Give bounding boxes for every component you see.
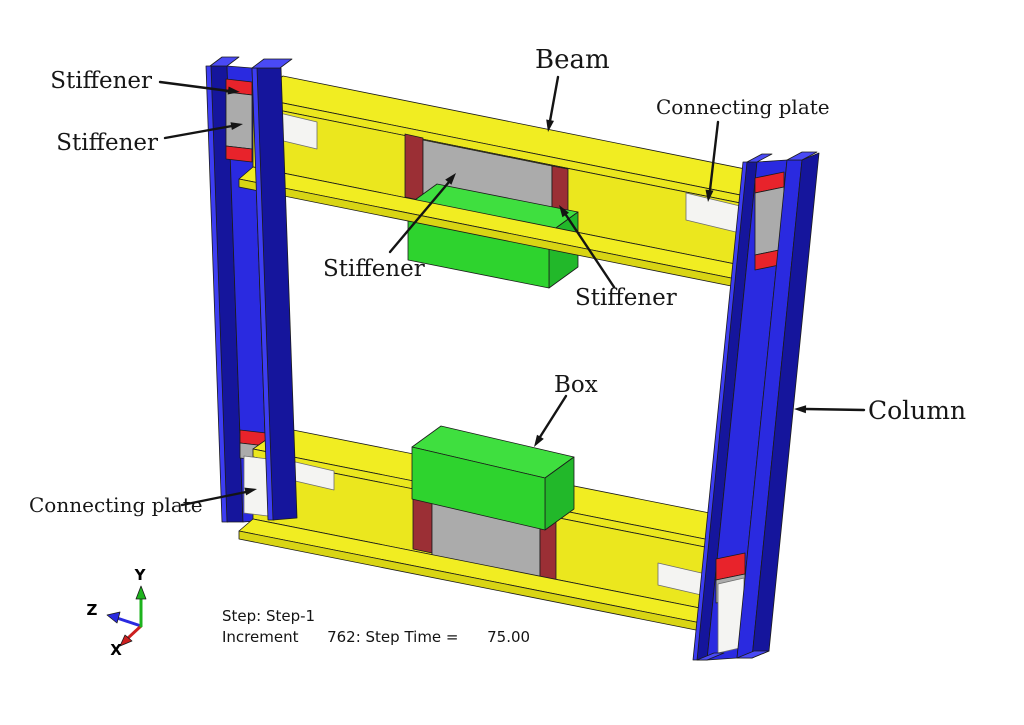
- axis-x: [126, 624, 143, 640]
- arrow-head: [227, 86, 240, 95]
- arrow-head: [705, 189, 714, 202]
- left-column-web-stiffener: [225, 91, 253, 150]
- right-column: [692, 151, 820, 661]
- status-step-line: Step: Step-1: [222, 607, 315, 625]
- right-column-far-bottom-cap: [696, 652, 725, 661]
- annotation-labels: Stiffener Stiffener Beam Connecting plat…: [29, 45, 966, 517]
- arrow-beam: [548, 75, 560, 123]
- arrow-stiffener-col-top: [158, 80, 231, 93]
- axis-z-label: Z: [87, 601, 98, 619]
- arrow-head: [546, 119, 554, 132]
- arrow-box: [538, 394, 568, 439]
- axis-x-label: X: [110, 641, 122, 659]
- label-stiffener-col-top: Stiffener: [50, 68, 152, 94]
- arrow-head: [230, 122, 243, 130]
- right-column-near-bottom-cap: [736, 650, 770, 659]
- right-column-near-cap: [786, 151, 818, 161]
- label-connecting-plate-top: Connecting plate: [656, 95, 830, 119]
- label-connecting-plate-bottom: Connecting plate: [29, 493, 203, 517]
- label-stiffener-beam-right: Stiffener: [575, 285, 677, 311]
- bottom-box: [411, 425, 575, 531]
- axis-z: [115, 616, 143, 628]
- axis-y-label: Y: [134, 566, 147, 584]
- right-column-far-cap: [746, 153, 773, 163]
- top-beam-stiffener-left: [404, 133, 424, 202]
- arrow-head: [244, 487, 257, 496]
- arrow-column: [804, 407, 866, 412]
- status-block: Step: Step-1 Increment 762: Step Time = …: [222, 607, 530, 646]
- arrow-head: [794, 405, 807, 414]
- arrow-connecting-plate-top: [708, 120, 720, 192]
- arrow-head: [534, 434, 544, 447]
- left-column-connecting-plate: [243, 455, 269, 517]
- arrow-connecting-plate-bottom: [180, 490, 248, 507]
- label-stiffener-beam-web: Stiffener: [323, 256, 425, 282]
- bottom-beam: [238, 425, 771, 637]
- arrow-stiffener-col-web: [163, 124, 234, 140]
- arrow-head: [559, 205, 569, 218]
- axis-y-arrowhead: [135, 585, 147, 600]
- left-column-front: [243, 58, 298, 521]
- view-triad: Y Z X: [87, 566, 147, 659]
- label-box: Box: [554, 372, 598, 398]
- arrow-head: [445, 173, 456, 185]
- annotation-arrows: [158, 75, 866, 507]
- axis-x-arrowhead: [119, 634, 133, 647]
- status-increment-line: Increment 762: Step Time = 75.00: [222, 628, 530, 646]
- arrow-stiffener-beam-right: [564, 213, 616, 289]
- left-column-far-cap: [209, 56, 240, 67]
- axis-z-arrowhead: [106, 611, 121, 624]
- label-column: Column: [868, 396, 966, 425]
- left-column: [205, 56, 269, 523]
- left-column-near-cap: [251, 58, 293, 69]
- left-column-stiffener-bottom: [225, 145, 253, 163]
- label-stiffener-col-web: Stiffener: [56, 130, 158, 156]
- bottom-box-front: [411, 446, 546, 531]
- arrow-stiffener-beam-web: [388, 180, 451, 254]
- label-beam: Beam: [535, 45, 610, 75]
